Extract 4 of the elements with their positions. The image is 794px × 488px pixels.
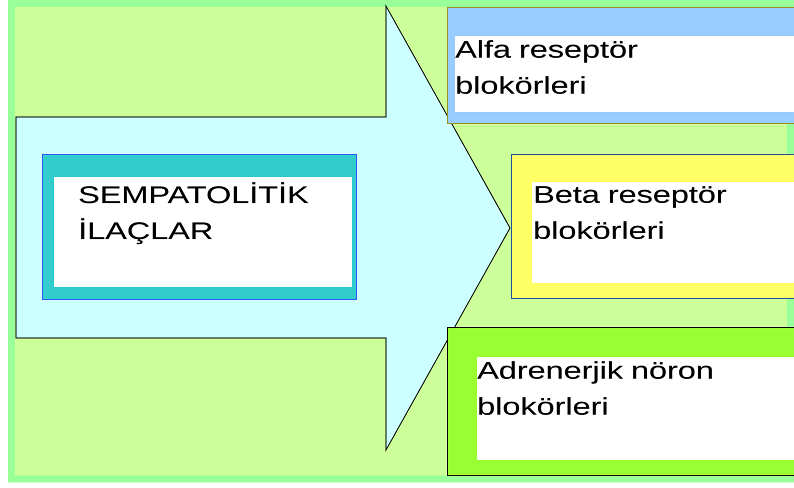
text-box: SEMPATOLİTİK İLAÇLAR <box>42 154 357 300</box>
text-box: Alfa reseptör blokörleri <box>447 7 794 124</box>
text-box: Adrenerjik nöron blokörleri <box>447 327 794 476</box>
text-box: Beta reseptör blokörleri <box>511 154 794 299</box>
